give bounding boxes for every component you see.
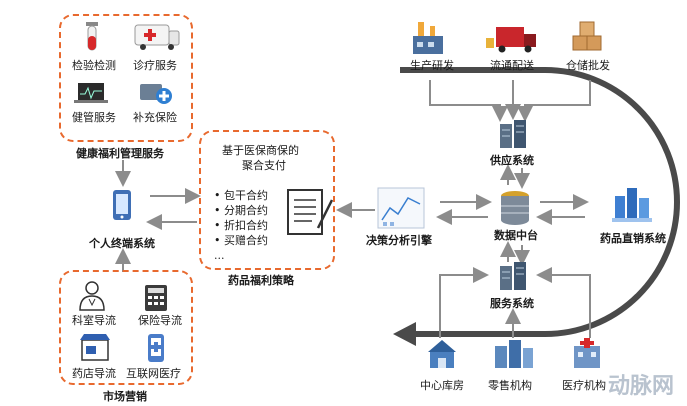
- direct-sales-title: 药品直销系统: [600, 232, 666, 245]
- engine-data-arrows: [436, 194, 492, 225]
- data-direct-arrows: [536, 194, 589, 225]
- market-item-label: 科室导流: [72, 314, 116, 327]
- strategy-heading-line1: 基于医保商保的: [222, 144, 299, 157]
- market-item-label: 药店导流: [72, 367, 116, 380]
- supply-title: 供应系统: [490, 154, 534, 167]
- database-icon: [501, 191, 529, 225]
- market-item-label: 互联网医疗: [126, 367, 181, 380]
- retail-buildings-icon: [495, 340, 533, 368]
- document-icon: [287, 189, 334, 235]
- analytics-chart-icon: [377, 187, 425, 229]
- contract-item: • 折扣合约: [214, 219, 268, 232]
- test-tube-icon: [86, 22, 98, 51]
- watermark: 动脉网: [608, 374, 675, 399]
- factory-icon: [413, 22, 443, 54]
- service-input-arrows: [439, 267, 591, 338]
- supply-data-arrows: [500, 164, 530, 189]
- direct-sales-icon: [612, 188, 652, 222]
- service-node-label: 医疗机构: [562, 379, 606, 392]
- contract-item: • 包干合约: [214, 189, 268, 202]
- strategy-terminal-arrows: [146, 188, 201, 230]
- warehouse-icon: [428, 340, 456, 368]
- truck-icon: [486, 27, 536, 53]
- mobile-icon: [148, 334, 164, 362]
- personal-terminal-title: 个人终端系统: [89, 237, 155, 250]
- doctor-icon: [79, 281, 105, 311]
- supply-input-arrows: [429, 80, 591, 122]
- laptop-icon: [74, 83, 108, 103]
- medical-institution-icon: [574, 338, 600, 368]
- market-box: [59, 270, 193, 385]
- health-item-label: 健管服务: [72, 111, 116, 124]
- service-server-icon: [500, 262, 526, 290]
- strategy-box: [199, 130, 335, 270]
- ambulance-icon: [134, 24, 180, 50]
- supply-source-label: 仓储批发: [566, 59, 610, 72]
- market-title: 市场营销: [103, 390, 147, 403]
- supply-source-label: 生产研发: [410, 59, 454, 72]
- service-node-label: 中心库房: [420, 379, 464, 392]
- data-platform-title: 数据中台: [494, 229, 538, 242]
- health-services-title: 健康福利管理服务: [76, 147, 164, 160]
- service-title: 服务系统: [490, 297, 534, 310]
- strategy-title: 药品福利策略: [228, 274, 294, 287]
- contract-item: ...: [214, 249, 225, 262]
- health-item-label: 检验检测: [72, 59, 116, 72]
- health-item-label: 诊疗服务: [133, 59, 177, 72]
- strategy-heading-line2: 聚合支付: [242, 159, 286, 172]
- phone-icon: [113, 190, 131, 220]
- service-node-label: 零售机构: [488, 379, 532, 392]
- health-item-label: 补充保险: [133, 111, 177, 124]
- market-item-label: 保险导流: [138, 314, 182, 327]
- calculator-icon: [145, 285, 167, 311]
- pharmacy-icon: [80, 334, 110, 361]
- insurance-icon: [140, 84, 172, 104]
- boxes-icon: [572, 21, 602, 51]
- data-service-arrows: [500, 241, 530, 266]
- main-loop-arrow: [393, 67, 680, 346]
- supply-source-label: 流通配送: [490, 59, 534, 72]
- contract-item: • 买赠合约: [214, 234, 268, 247]
- engine-title: 决策分析引擎: [366, 234, 432, 247]
- contract-item: • 分期合约: [214, 204, 268, 217]
- supply-server-icon: [500, 120, 526, 148]
- health-services-box: [59, 14, 193, 142]
